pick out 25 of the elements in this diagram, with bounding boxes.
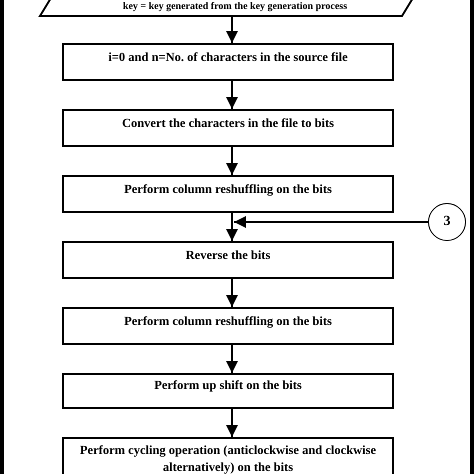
arrow [234, 216, 428, 228]
node-text: Convert the characters in the file to bits [122, 115, 334, 132]
arrow [226, 279, 238, 307]
node-text: 3 [444, 212, 450, 231]
process-box [62, 437, 394, 474]
arrow [226, 16, 238, 43]
arrow [226, 81, 238, 109]
arrow [226, 345, 238, 373]
arrow [226, 147, 238, 175]
arrow [226, 213, 238, 241]
node-text: i=0 and n=No. of characters in the source file [108, 49, 348, 66]
process-box [62, 43, 394, 81]
process-box [62, 241, 394, 279]
connector-circle [428, 203, 466, 241]
node-text: Perform column reshuffling on the bits [124, 313, 332, 330]
node-text: Reverse the bits [186, 247, 270, 264]
node-text: Perform column reshuffling on the bits [124, 181, 332, 198]
node-text: key = key generated from the key generation process [122, 0, 348, 14]
process-box [62, 175, 394, 213]
process-box [62, 373, 394, 409]
process-box [62, 307, 394, 345]
arrow [226, 409, 238, 437]
node-text: Perform cycling operation (anticlockwise and clockwise alternatively) on the bits [78, 442, 378, 474]
node-text: Perform up shift on the bits [154, 377, 302, 394]
process-box [62, 109, 394, 147]
